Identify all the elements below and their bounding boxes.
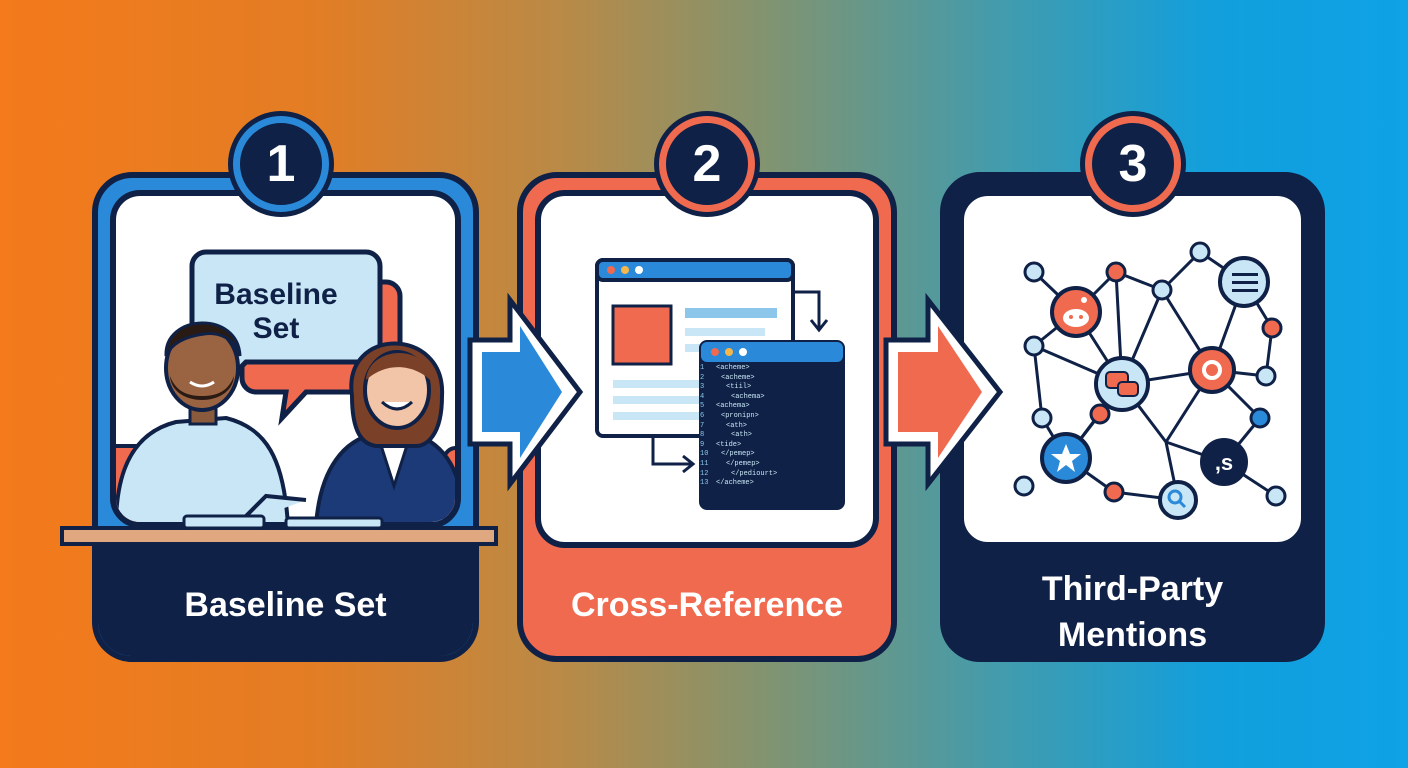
speech-bubble-text: Baseline Set (214, 278, 338, 345)
reddit-icon (1050, 286, 1102, 338)
code-block: 1 <acheme> 2 <acheme> 3 <tiil> 4 <achema> 5 <ache… (700, 364, 840, 489)
code-text: <achema> (731, 392, 765, 401)
line-number: 7 (700, 421, 705, 430)
code-line: 5 <achema> (700, 402, 840, 412)
list-icon (1218, 256, 1270, 308)
code-text: <ath> (731, 431, 753, 440)
quote-icon: ,s (1200, 438, 1248, 486)
code-line: 1 <acheme> (700, 364, 840, 374)
code-text: <achema> (716, 402, 750, 411)
gear-icon (1188, 346, 1236, 394)
step-number-badge-3: 3 (1085, 116, 1181, 212)
code-line: 3 <tiil> (700, 383, 840, 393)
code-window (699, 340, 845, 510)
step-number-badge-2: 2 (659, 116, 755, 212)
step-card-cross-reference: Cross-Reference (517, 172, 897, 662)
line-number: 2 (700, 373, 705, 382)
network-nodes (1013, 241, 1287, 507)
step-label-baseline: Baseline Set (184, 586, 387, 624)
code-text: <acheme> (721, 373, 755, 382)
line-number: 11 (700, 459, 709, 468)
svg-text:,s: ,s (1215, 450, 1233, 475)
step-footer (98, 540, 473, 656)
chat-icon (1094, 356, 1150, 412)
code-text: <tiil> (726, 383, 752, 392)
code-line: 4 <achema> (700, 393, 840, 403)
star-icon (1040, 432, 1092, 484)
step-illustration-panel: ,s (958, 190, 1307, 548)
code-line: 2 <acheme> (700, 374, 840, 384)
line-number: 12 (700, 469, 709, 478)
arrow-down-icon (793, 290, 821, 328)
code-text: <tide> (716, 440, 742, 449)
step-label-cross-reference: Cross-Reference (570, 586, 844, 624)
code-line: 10 </pemep> (700, 450, 840, 460)
step-number-badge-1: 1 (233, 116, 329, 212)
line-number: 9 (700, 440, 705, 449)
line-number: 10 (700, 450, 709, 459)
line-number: 3 (700, 383, 705, 392)
code-line: 9 <tide> (700, 441, 840, 451)
line-number: 5 (700, 402, 705, 411)
line-number: 1 (700, 364, 705, 372)
code-line: 7 <ath> (700, 422, 840, 432)
code-line: 11 </pemep> (700, 460, 840, 470)
network-illustration: ,s (1013, 241, 1287, 520)
code-text: <acheme> (716, 364, 750, 372)
search-icon (1158, 480, 1198, 520)
code-line: 12 </pediourt> (700, 470, 840, 480)
line-number: 8 (700, 431, 705, 440)
code-line: 6 <pronipn> (700, 412, 840, 422)
code-line: 8 <ath> (700, 431, 840, 441)
code-text: </pediourt> (731, 469, 778, 478)
code-line: 13 </acheme> (700, 479, 840, 489)
line-number: 4 (700, 392, 705, 401)
man-figure (116, 321, 307, 522)
code-text: <pronipn> (721, 411, 759, 420)
step-illustration-panel (110, 190, 461, 528)
code-text: </acheme> (716, 479, 754, 488)
code-text: </pemep> (721, 450, 755, 459)
code-text: </pemep> (726, 459, 760, 468)
documents-illustration (595, 258, 845, 510)
meeting-illustration (116, 249, 455, 522)
woman-figure (314, 341, 455, 522)
step-card-baseline: Baseline Set (92, 172, 479, 662)
arrow-right-icon (651, 436, 691, 466)
line-number: 13 (700, 479, 709, 488)
code-text: <ath> (726, 421, 748, 430)
line-number: 6 (700, 411, 705, 420)
step-illustration-panel (535, 190, 879, 548)
